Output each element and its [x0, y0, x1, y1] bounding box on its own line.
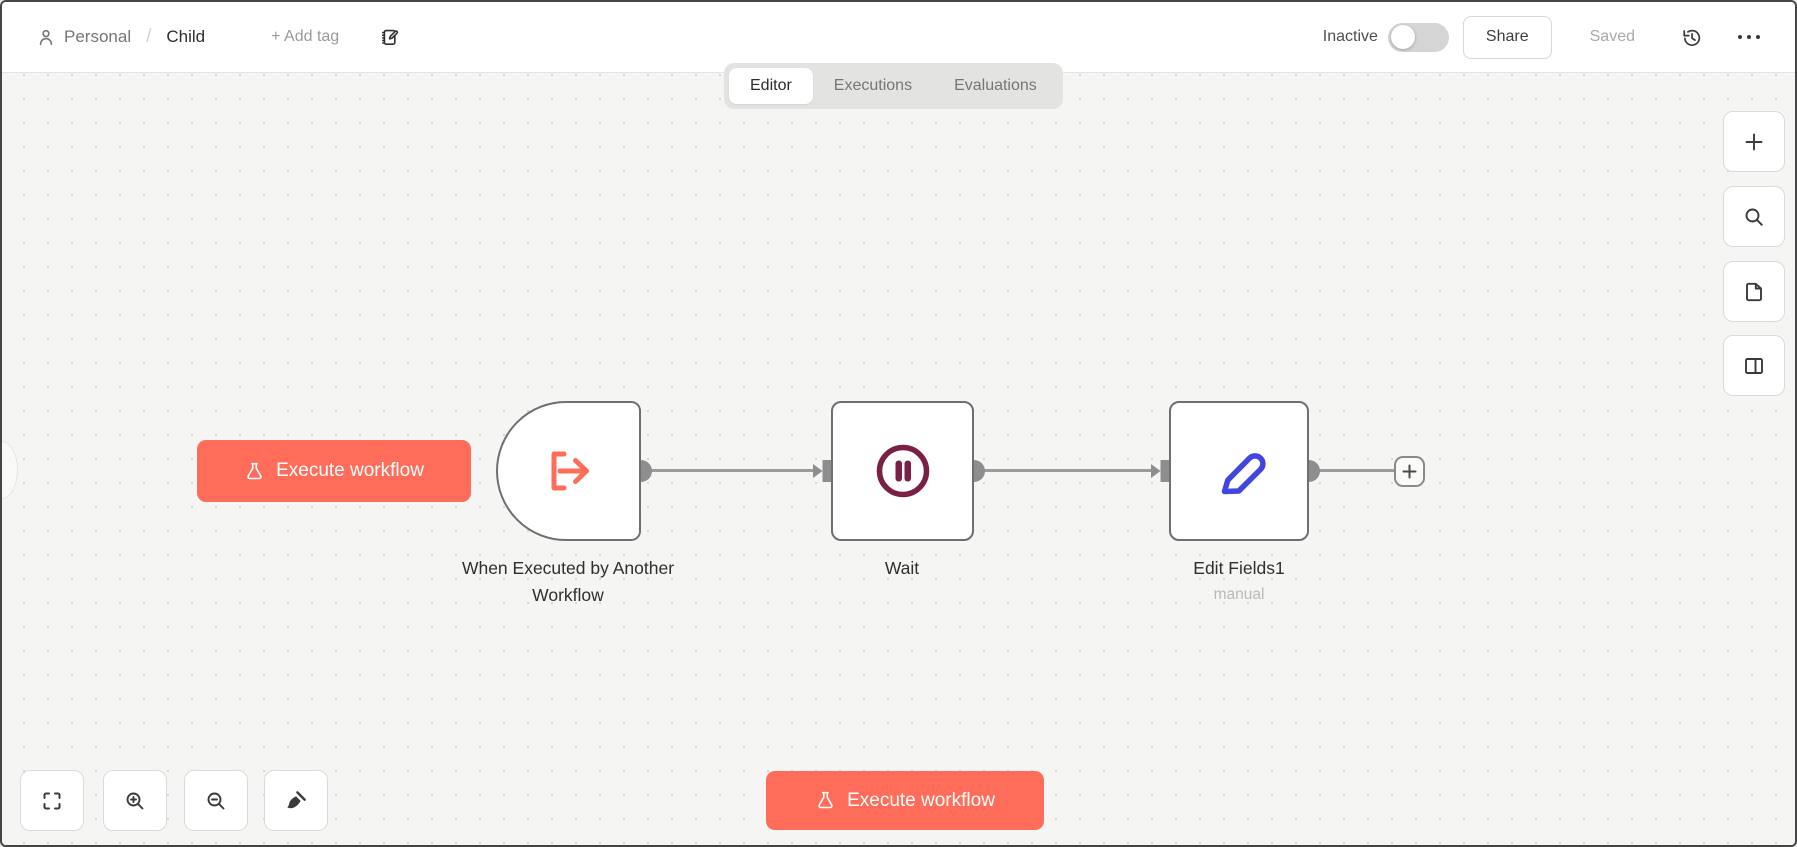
add-tag-button[interactable]: + Add tag	[271, 28, 340, 45]
breadcrumb: Personal / Child + Add tag	[36, 26, 400, 48]
fit-view-button[interactable]	[20, 770, 84, 831]
workflow-title[interactable]: Child	[166, 27, 206, 46]
execute-workflow-label: Execute workflow	[847, 789, 995, 811]
tab-executions[interactable]: Executions	[833, 77, 913, 94]
node-wait[interactable]	[831, 401, 974, 541]
workflow-history-icon[interactable]	[1680, 26, 1703, 49]
add-node-after-set-button[interactable]	[1394, 456, 1425, 487]
toggle-knob	[1390, 25, 1415, 49]
saved-status: Saved	[1589, 28, 1635, 45]
header-actions: Inactive Share Saved	[1322, 15, 1760, 59]
collapsed-panel-handle[interactable]	[2, 441, 18, 499]
node-subtitle-set: manual	[1213, 586, 1265, 603]
node-edit-fields[interactable]	[1169, 401, 1309, 541]
workflow-canvas[interactable]: Execute workflow	[2, 73, 1795, 845]
workflow-trigger-icon	[544, 446, 594, 496]
node-label-trigger: When Executed by Another Workflow	[461, 558, 675, 605]
execute-workflow-button[interactable]: Execute workflow	[197, 440, 471, 502]
breadcrumb-separator: /	[146, 26, 152, 47]
toggle-panel-button[interactable]	[1723, 335, 1785, 396]
node-label-wait: Wait	[884, 558, 920, 578]
more-options-icon[interactable]	[1738, 35, 1760, 39]
flask-icon	[815, 790, 836, 811]
input-port-wait	[813, 458, 832, 484]
search-nodes-button[interactable]	[1723, 186, 1785, 247]
input-port-set	[1151, 458, 1170, 484]
share-button[interactable]: Share	[1462, 15, 1552, 59]
edit-note-icon[interactable]	[379, 27, 400, 48]
pen-icon	[1212, 444, 1266, 498]
tab-evaluations[interactable]: Evaluations	[954, 77, 1037, 94]
node-label-set: Edit Fields1	[1193, 558, 1285, 578]
node-execute-workflow-trigger[interactable]	[496, 401, 641, 541]
breadcrumb-project[interactable]: Personal	[64, 27, 132, 46]
connection-wait-set[interactable]	[984, 469, 1154, 472]
execute-workflow-button-bottom[interactable]: Execute workflow	[766, 771, 1044, 830]
tidy-up-button[interactable]	[264, 770, 328, 831]
connection-set-plus[interactable]	[1319, 469, 1397, 472]
flask-icon	[244, 461, 265, 482]
add-node-button[interactable]	[1723, 111, 1785, 172]
activation-toggle[interactable]	[1387, 22, 1449, 52]
view-tabbar: Editor Executions Evaluations	[724, 63, 1063, 109]
tab-editor[interactable]: Editor	[729, 68, 813, 104]
zoom-out-button[interactable]	[184, 770, 248, 831]
pause-icon	[874, 442, 932, 500]
execute-workflow-label: Execute workflow	[276, 460, 424, 481]
connection-trigger-wait[interactable]	[651, 469, 816, 472]
sticky-note-button[interactable]	[1723, 261, 1785, 322]
activation-status-label: Inactive	[1322, 28, 1378, 45]
user-icon	[36, 27, 56, 47]
header-bar: Personal / Child + Add tag Inactive Shar…	[2, 2, 1795, 73]
zoom-in-button[interactable]	[103, 770, 167, 831]
